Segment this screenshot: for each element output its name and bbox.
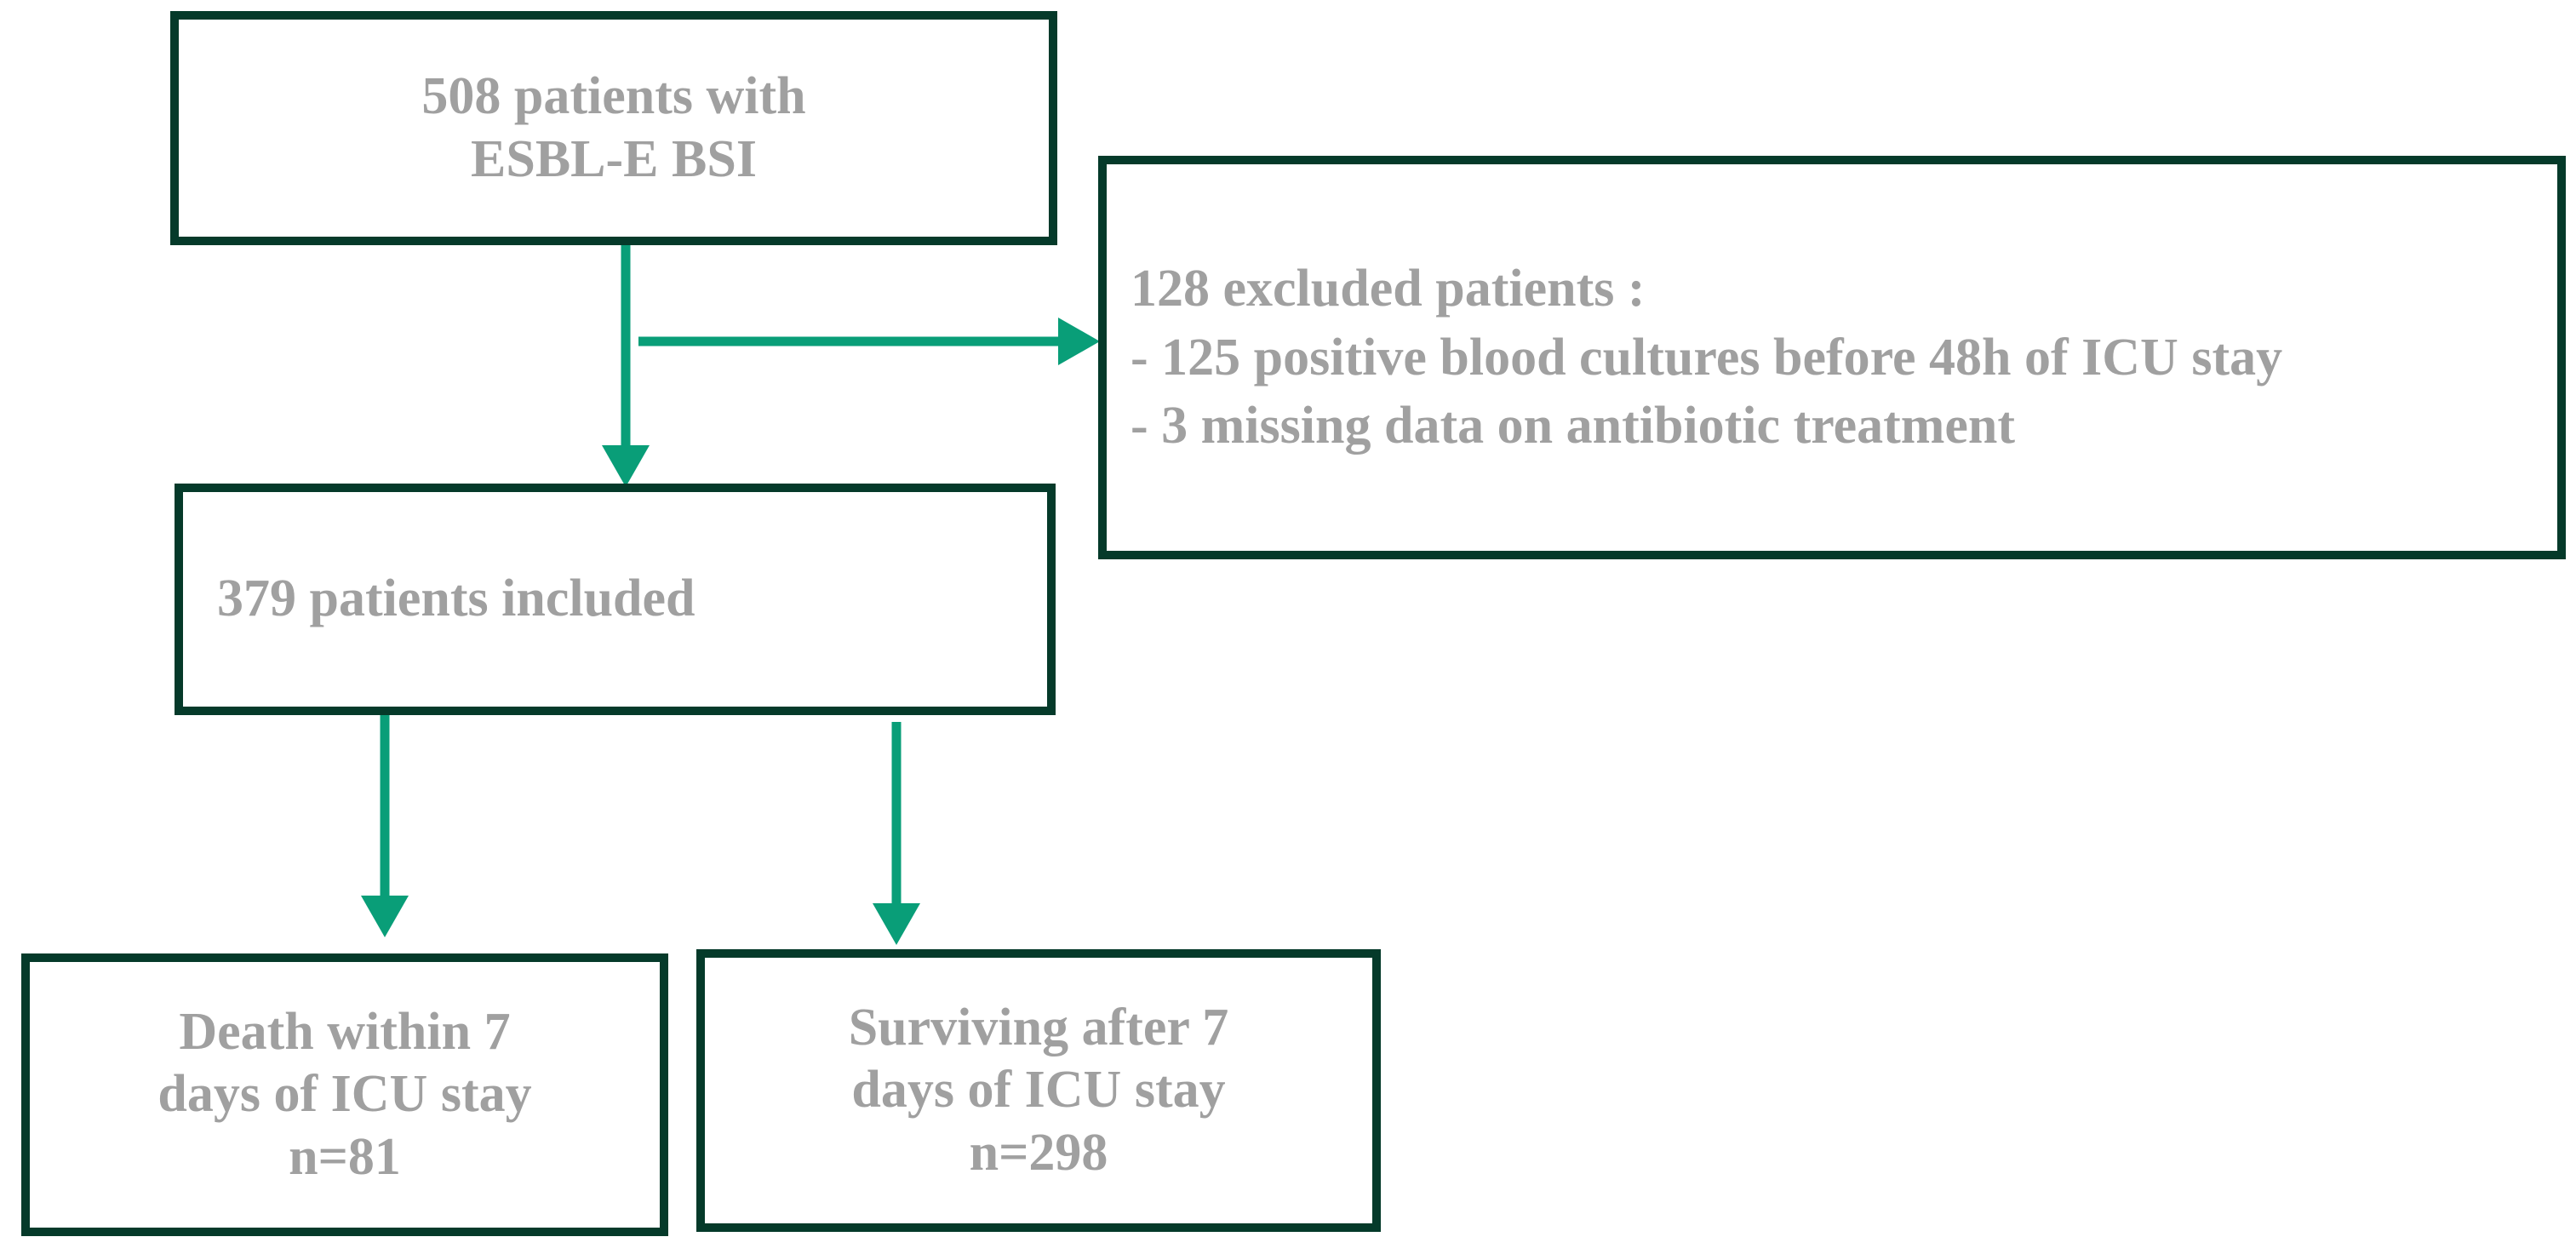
death-outcome-label: Death within 7 days of ICU stay n=81 bbox=[157, 1003, 532, 1186]
excluded-patients-label: 128 excluded patients : - 125 positive b… bbox=[1131, 260, 2283, 455]
source-population-label: 508 patients with ESBL-E BSI bbox=[421, 67, 806, 188]
excluded-patients-box: 128 excluded patients : - 125 positive b… bbox=[1098, 156, 2566, 559]
included-patients-box: 379 patients included bbox=[175, 484, 1056, 715]
survival-outcome-box: Surviving after 7 days of ICU stay n=298 bbox=[696, 949, 1381, 1232]
source-population-box: 508 patients with ESBL-E BSI bbox=[170, 11, 1057, 245]
survival-outcome-label: Surviving after 7 days of ICU stay n=298 bbox=[848, 999, 1229, 1182]
included-patients-label: 379 patients included bbox=[217, 570, 696, 628]
death-outcome-box: Death within 7 days of ICU stay n=81 bbox=[21, 953, 668, 1236]
